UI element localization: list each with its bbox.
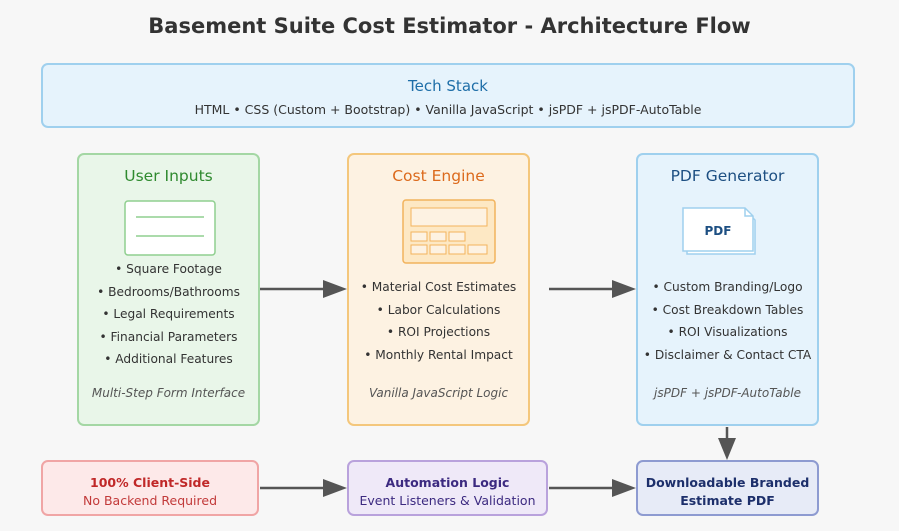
user-inputs-list: • Square Footage • Bedrooms/Bathrooms • … [79,258,258,371]
list-item: • Square Footage [115,262,222,276]
pdf-document-icon: PDF [682,207,758,255]
list-item: • Cost Breakdown Tables [651,302,804,317]
pdf-generator-heading: PDF Generator [670,167,785,185]
client-side-box: 100% Client-Side No Backend Required [41,460,259,516]
list-item: • Material Cost Estimates [360,280,517,294]
cost-engine-list: • Material Cost Estimates • Labor Calcul… [349,276,528,366]
tech-stack-text: HTML • CSS (Custom + Bootstrap) • Vanill… [194,102,702,117]
user-inputs-card: User Inputs • Square Footage • Bedrooms/… [77,153,260,426]
download-line-1: Downloadable Branded [645,475,810,490]
list-item: • Financial Parameters [99,329,238,344]
list-item: • ROI Visualizations [667,325,788,339]
pdf-generator-list: • Custom Branding/Logo • Cost Breakdown … [638,276,817,366]
pdf-generator-card: PDF Generator PDF • Custom Branding/Logo… [636,153,819,426]
list-item: • Disclaimer & Contact CTA [643,347,812,362]
automation-subtitle: Event Listeners & Validation [359,493,536,508]
cost-engine-heading: Cost Engine [392,167,485,185]
automation-title: Automation Logic [385,475,510,490]
arrowhead [612,280,636,298]
list-item: • Custom Branding/Logo [652,280,803,294]
cost-engine-footer: Vanilla JavaScript Logic [368,386,509,400]
list-item: • Labor Calculations [376,302,501,317]
diagram-title: Basement Suite Cost Estimator - Architec… [148,14,751,38]
client-side-subtitle: No Backend Required [82,493,218,508]
list-item: • Monthly Rental Impact [364,347,513,362]
arrowhead [718,438,736,460]
pdf-generator-footer: jsPDF + jsPDF-AutoTable [654,386,801,400]
arrowhead [323,280,347,298]
list-item: • Additional Features [104,352,233,366]
automation-logic-box: Automation Logic Event Listeners & Valid… [347,460,548,516]
arrowhead [323,479,347,497]
list-item: • Legal Requirements [102,307,235,321]
user-inputs-heading: User Inputs [124,167,213,185]
download-line-2: Estimate PDF [680,493,775,508]
tech-stack-heading: Tech Stack [408,77,488,95]
list-item: • Bedrooms/Bathrooms [97,284,240,299]
client-side-title: 100% Client-Side [90,475,210,490]
pdf-icon-label: PDF [704,224,732,238]
calculator-icon [402,199,496,264]
download-pdf-box: Downloadable Branded Estimate PDF [636,460,819,516]
cost-engine-card: Cost Engine • Material Cost Estimates • … [347,153,530,426]
form-icon [124,200,216,256]
tech-stack-box: Tech Stack HTML • CSS (Custom + Bootstra… [41,63,855,128]
user-inputs-footer: Multi-Step Form Interface [91,386,246,400]
arrowhead [612,479,636,497]
list-item: • ROI Projections [386,325,491,339]
